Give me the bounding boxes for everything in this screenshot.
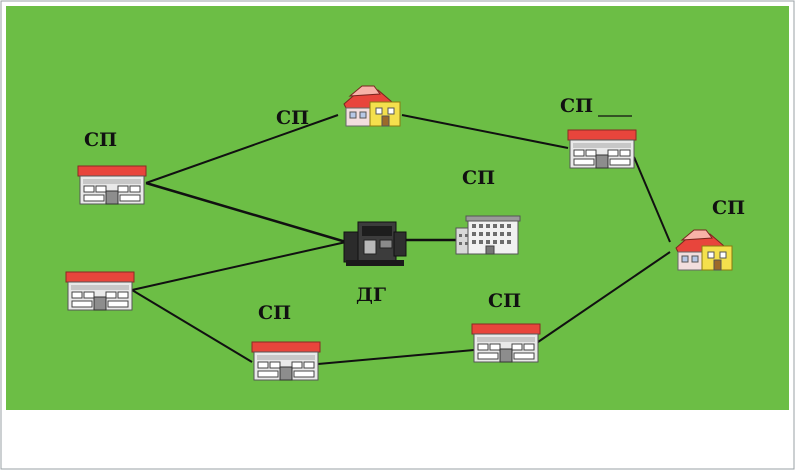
node-label: СП [712,197,745,219]
node-label: СП [560,95,593,117]
node-label: СП [84,129,117,151]
shop-building-icon [567,129,637,169]
shop-building-icon [65,271,135,311]
link-left-middle-to-generator [131,241,347,291]
node-sp-center-right: СП [455,167,521,255]
node-label: СП [258,302,291,324]
link-bottom-left-to-left-middle [131,289,253,363]
node-sp-top-right: СП [560,95,637,169]
node-label: СП [276,107,309,129]
node-dg-center: ДГ [343,221,407,306]
node-label: ДГ [356,284,386,306]
diagram-background [6,6,789,410]
node-sp-far-right: СП [675,197,745,271]
node-sp-top-center: СП [276,85,401,129]
node-sp-bottom-right: СП [471,290,541,363]
link-top-right-to-far-right [633,156,671,243]
node-sp-left-middle [65,271,135,311]
links [131,114,671,365]
node-label: СП [462,167,495,189]
link-bottom-right-to-bottom-left [317,349,475,365]
link-far-right-to-bottom-right [537,251,671,343]
link-top-left-to-generator [145,181,347,244]
shop-building-icon [471,323,541,363]
node-label: СП [488,290,521,312]
shop-building-icon [251,341,321,381]
link-top-center-to-top-right [401,114,569,149]
node-sp-top-left: СП [77,129,147,205]
node-sp-bottom-left: СП [251,302,321,381]
shop-building-icon [77,165,147,205]
link-top-left-to-top-center [145,114,339,184]
